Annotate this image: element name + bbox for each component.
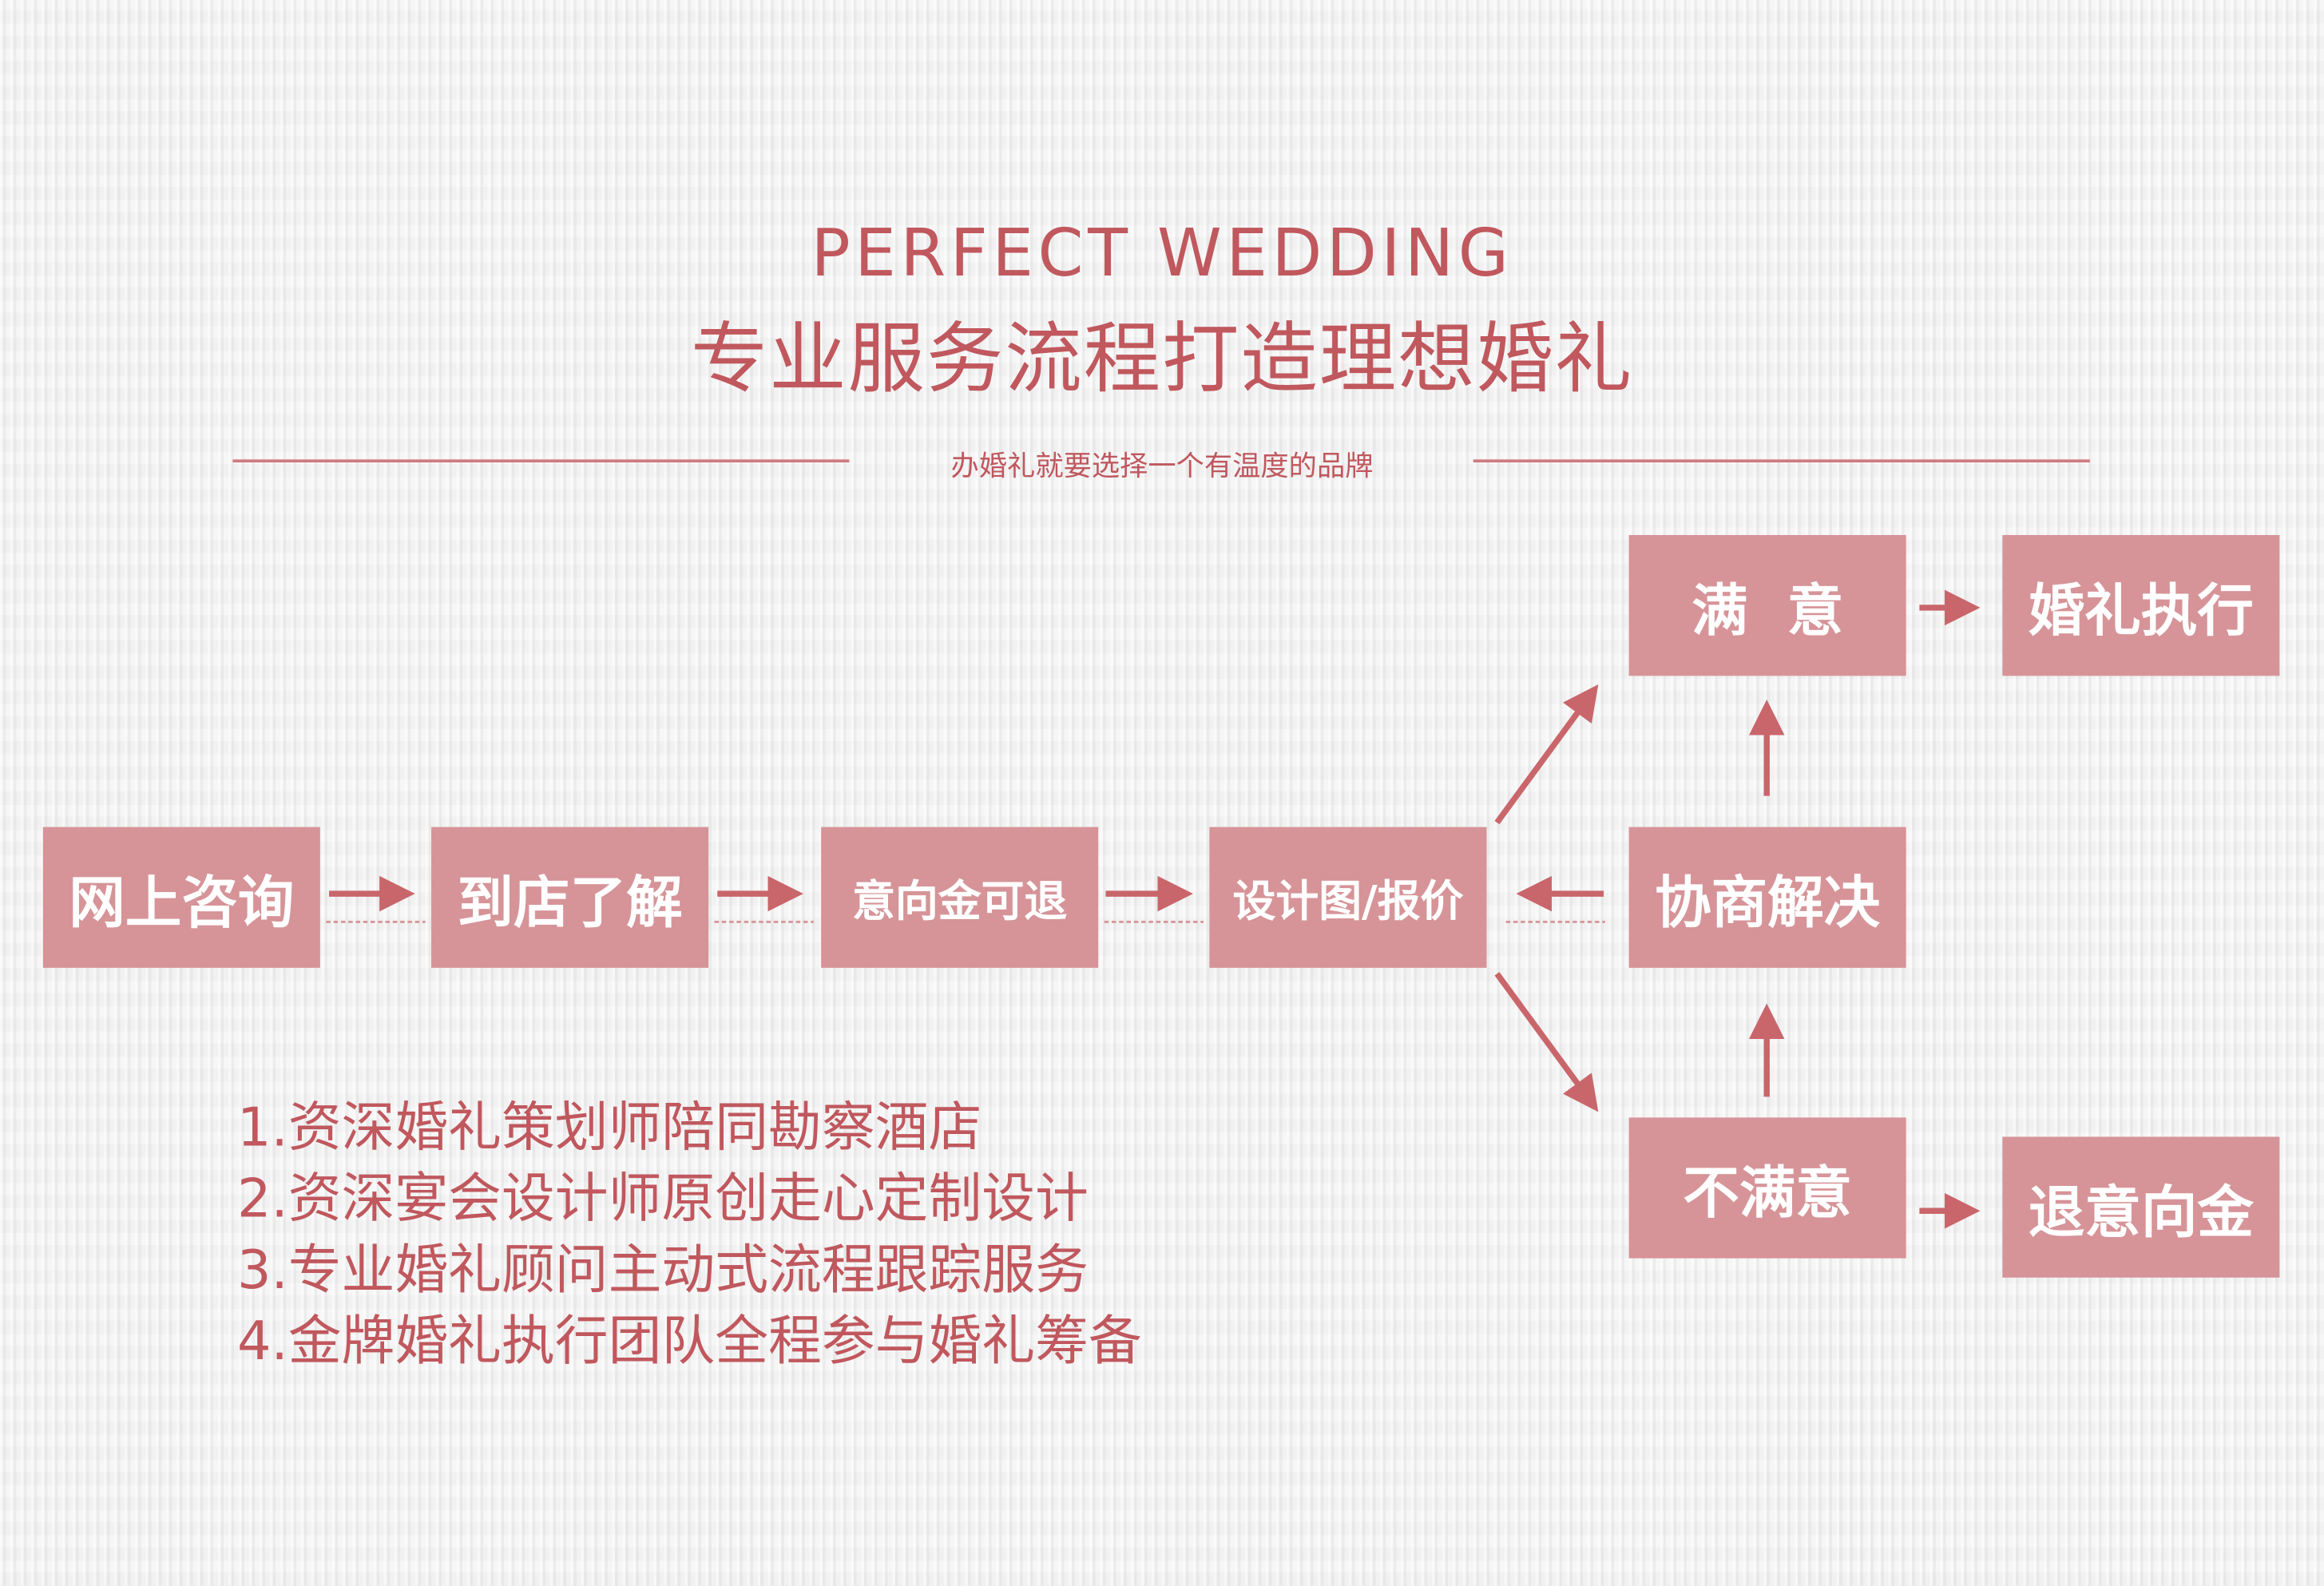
arrow-icon bbox=[1494, 972, 1599, 1112]
step-unsatisfied: 不满意 bbox=[1628, 1117, 1906, 1259]
step-design-quote: 设计图/报价 bbox=[1209, 827, 1487, 968]
arrow-icon bbox=[1494, 684, 1599, 825]
title-english: PERFECT WEDDING bbox=[811, 216, 1513, 292]
step-satisfied: 满 意 bbox=[1628, 534, 1906, 676]
divider-left bbox=[232, 459, 850, 463]
subtitle: 办婚礼就要选择一个有温度的品牌 bbox=[950, 450, 1374, 484]
step-online-consult: 网上咨询 bbox=[42, 827, 320, 968]
note-item: 3.专业婚礼顾问主动式流程跟踪服务 bbox=[236, 1240, 1089, 1302]
step-refundable-deposit: 意向金可退 bbox=[821, 827, 1099, 968]
step-store-visit: 到店了解 bbox=[431, 827, 709, 968]
note-item: 4.金牌婚礼执行团队全程参与婚礼筹备 bbox=[236, 1311, 1142, 1373]
note-item: 1.资深婚礼策划师陪同勘察酒店 bbox=[236, 1098, 982, 1160]
note-item: 2.资深宴会设计师原创走心定制设计 bbox=[236, 1169, 1089, 1231]
step-wedding-execution: 婚礼执行 bbox=[2002, 534, 2280, 676]
service-notes: 1.资深婚礼策划师陪同勘察酒店 2.资深宴会设计师原创走心定制设计 3.专业婚礼… bbox=[237, 1094, 1142, 1378]
title-chinese: 专业服务流程打造理想婚礼 bbox=[690, 315, 1634, 405]
step-refund-deposit: 退意向金 bbox=[2002, 1136, 2280, 1278]
divider-right bbox=[1473, 459, 2090, 463]
step-negotiate: 协商解决 bbox=[1628, 827, 1906, 968]
